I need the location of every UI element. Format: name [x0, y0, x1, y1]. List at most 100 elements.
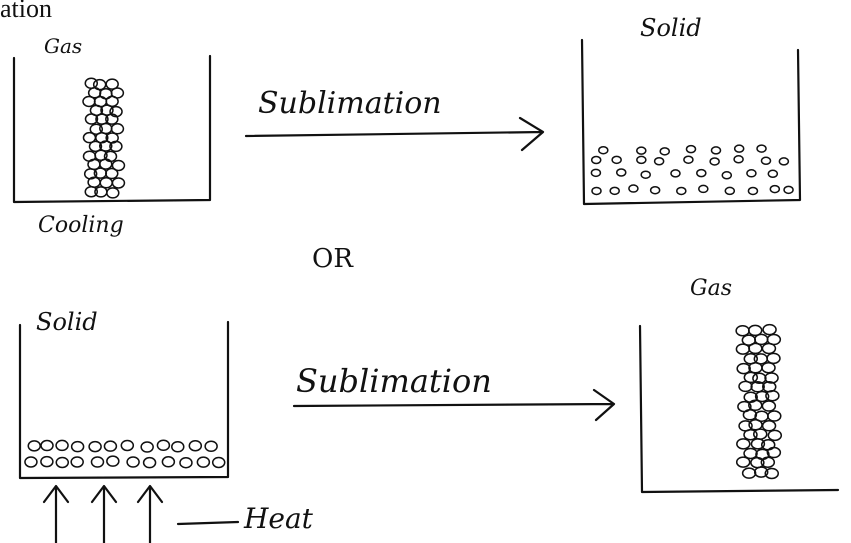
solid-particle: [106, 455, 120, 467]
solid-particle: [709, 157, 720, 166]
solid-particle: [211, 456, 226, 469]
gas-particle: [84, 185, 99, 198]
gas-particle: [764, 372, 779, 384]
heat-dash: [176, 520, 240, 526]
label-gas-top-left: Gas: [44, 34, 83, 58]
gas-particle: [761, 361, 776, 374]
gas-particle: [106, 187, 120, 199]
gas-particle: [110, 123, 125, 135]
solid-particle: [733, 144, 745, 153]
solid-particle: [590, 168, 602, 178]
solid-particle: [171, 440, 185, 453]
solid-particle: [120, 439, 135, 452]
solid-particle: [598, 145, 609, 155]
solid-particle: [27, 440, 41, 452]
solid-particle: [55, 456, 70, 469]
solid-particle: [640, 170, 651, 179]
label-sublimation-bottom: Sublimation: [296, 362, 492, 400]
gas-particle: [105, 78, 119, 90]
solid-particle: [24, 456, 38, 468]
solid-particle: [88, 440, 102, 453]
solid-particle: [609, 186, 620, 196]
gas-particle: [752, 428, 768, 440]
gas-particle: [105, 167, 119, 180]
solid-particle: [760, 156, 772, 166]
gas-particle: [741, 467, 757, 479]
solid-particle: [103, 440, 118, 452]
solid-particle: [140, 441, 154, 453]
partial-heading: ation: [0, 0, 52, 23]
heat-arrow-1: [42, 484, 70, 543]
solid-particle: [721, 171, 733, 180]
solid-particle: [778, 157, 790, 166]
solid-particle: [769, 184, 781, 194]
label-cooling: Cooling: [38, 213, 124, 238]
gas-particle: [765, 389, 780, 402]
solid-particle: [55, 439, 69, 452]
gas-particle: [743, 428, 758, 441]
gas-particle: [105, 113, 119, 125]
gas-particle: [88, 140, 103, 153]
solid-particle: [746, 169, 757, 178]
solid-particle: [142, 456, 157, 469]
solid-particle: [40, 455, 54, 468]
solid-particle: [756, 144, 767, 153]
solid-particle: [724, 186, 736, 196]
gas-particle: [748, 342, 763, 355]
solid-particle: [126, 456, 140, 468]
gas-particle: [761, 420, 777, 432]
label-gas-bottom-right: Gas: [690, 276, 732, 301]
solid-particle-layer-bottom: [24, 439, 226, 469]
solid-particle: [188, 439, 203, 452]
heat-arrow-3: [136, 484, 164, 543]
gas-particle: [752, 372, 767, 385]
solid-particle: [590, 155, 602, 165]
solid-particle: [696, 168, 707, 178]
gas-particle: [767, 410, 782, 422]
solid-particle: [653, 156, 665, 166]
container-top-left: [12, 54, 212, 204]
gas-particle: [735, 324, 750, 337]
gas-particle: [767, 429, 783, 442]
solid-particle: [783, 185, 794, 195]
gas-particle: [736, 362, 751, 375]
gas-particle: [754, 390, 770, 403]
solid-particle: [70, 440, 85, 453]
gas-particle: [84, 77, 99, 89]
gas-particle: [99, 140, 113, 152]
gas-particle: [753, 466, 769, 478]
gas-particle: [109, 105, 123, 118]
solid-particle: [615, 168, 627, 177]
solid-particle: [161, 456, 176, 468]
gas-particle: [766, 352, 781, 365]
gas-particle: [761, 342, 777, 355]
gas-particle: [735, 456, 751, 468]
gas-particle: [736, 438, 751, 450]
solid-particle: [204, 440, 218, 453]
gas-particle: [109, 140, 123, 153]
solid-particle: [698, 184, 709, 194]
solid-particle: [767, 169, 779, 179]
container-bottom-left: [18, 320, 230, 480]
gas-particle: [747, 324, 763, 337]
solid-particle: [156, 439, 171, 451]
label-heat: Heat: [244, 502, 313, 535]
solid-particle: [591, 186, 602, 196]
gas-particle: [111, 177, 126, 189]
gas-particle: [743, 447, 758, 460]
solid-particle: [70, 456, 84, 468]
gas-particle: [750, 438, 766, 450]
gas-particle: [735, 343, 751, 355]
solid-particle-layer-top: [590, 144, 794, 196]
solid-particle: [747, 186, 759, 196]
gas-particle: [764, 467, 780, 480]
gas-particle: [760, 456, 776, 468]
arrow-top: [244, 116, 545, 152]
solid-particle: [685, 144, 697, 154]
solid-particle: [90, 456, 105, 468]
gas-particle: [743, 371, 759, 384]
label-solid-top-right: Solid: [640, 14, 702, 42]
gas-particle: [750, 381, 765, 393]
gas-particle: [99, 158, 113, 170]
